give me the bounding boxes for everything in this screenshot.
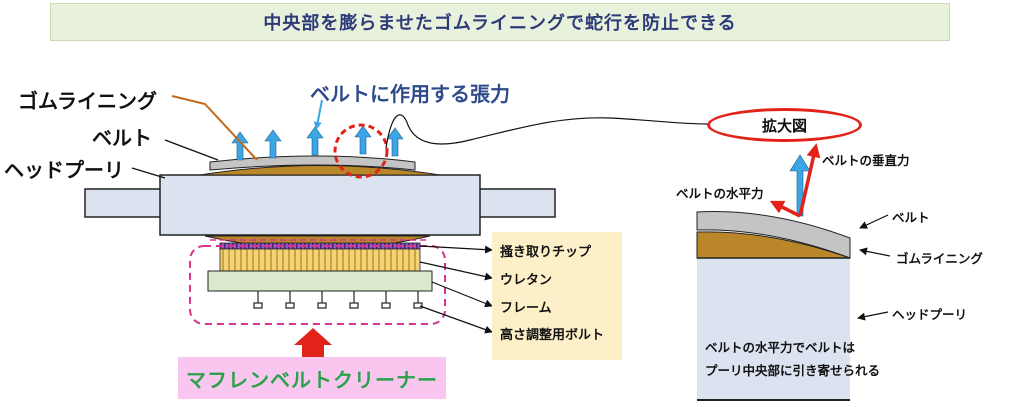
cleaner-arrow — [294, 328, 332, 357]
tension-arrow — [231, 131, 249, 161]
zoom-caption-line2: プーリ中央部に引き寄せられる — [705, 363, 881, 378]
zoom-title: 拡大図 — [761, 116, 807, 135]
highlight-circle — [333, 123, 389, 179]
legend-urethane: ウレタン — [500, 273, 553, 288]
zoom-rubber-lining-label: ゴムライニング — [896, 251, 983, 266]
rubber-lining-label: ゴムライニング — [18, 89, 157, 113]
horizontal-force-arrow — [769, 200, 801, 218]
legend-height-bolt: 高さ調整用ボルト — [500, 328, 605, 343]
belt-label: ベルト — [92, 126, 152, 150]
tension-leader — [313, 99, 323, 130]
resultant-force-arrow — [798, 143, 821, 217]
zoom-caption-line1: ベルトの水平力でベルトは — [705, 340, 856, 355]
horizontal-force-label: ベルトの水平力 — [676, 186, 764, 201]
tension-arrow — [264, 129, 282, 159]
zoom-belt-label: ベルト — [892, 210, 930, 225]
urethane-block — [219, 248, 421, 272]
head-pulley-label: ヘッドプーリ — [4, 158, 124, 182]
zoom-belt — [696, 211, 851, 259]
tension-arrows — [231, 125, 404, 161]
frame-bar — [207, 270, 433, 292]
tension-arrow — [354, 125, 372, 155]
belt-tension-label: ベルトに作用する張力 — [310, 82, 510, 106]
cleaner-outline — [189, 245, 446, 325]
legend-scraper-tips: 掻き取りチップ — [500, 245, 592, 260]
legend-leaders — [419, 245, 493, 334]
zoom-head-pulley-label: ヘッドプーリ — [892, 307, 968, 322]
vertical-force-label: ベルトの垂直力 — [822, 153, 910, 168]
belt-leader — [164, 139, 219, 161]
cleaner-title: マフレンベルトクリーナー — [186, 367, 438, 392]
head-pulley-drum — [159, 174, 481, 236]
legend-frame: フレーム — [500, 301, 552, 316]
tension-arrow — [306, 126, 324, 156]
belt-shape — [209, 155, 416, 171]
tension-arrow — [386, 127, 404, 157]
zoom-pulley — [697, 258, 850, 400]
rubber-lining-top — [199, 165, 441, 176]
legend-box — [492, 232, 622, 360]
zoom-bubble: 拡大図 — [707, 108, 862, 142]
banner-title: 中央部を膨らませたゴムライニングで蛇行を防止できる — [263, 13, 737, 34]
pulley-leader — [131, 167, 166, 179]
cleaner-label-box: マフレンベルトクリーナー — [178, 357, 446, 399]
belt-cleaner-assembly — [189, 239, 446, 325]
rubber-lining-leader — [171, 95, 258, 161]
zoom-detail — [696, 143, 891, 401]
connector-line — [385, 114, 708, 149]
height-bolts — [253, 291, 423, 309]
title-banner: 中央部を膨らませたゴムライニングで蛇行を防止できる — [50, 3, 950, 41]
